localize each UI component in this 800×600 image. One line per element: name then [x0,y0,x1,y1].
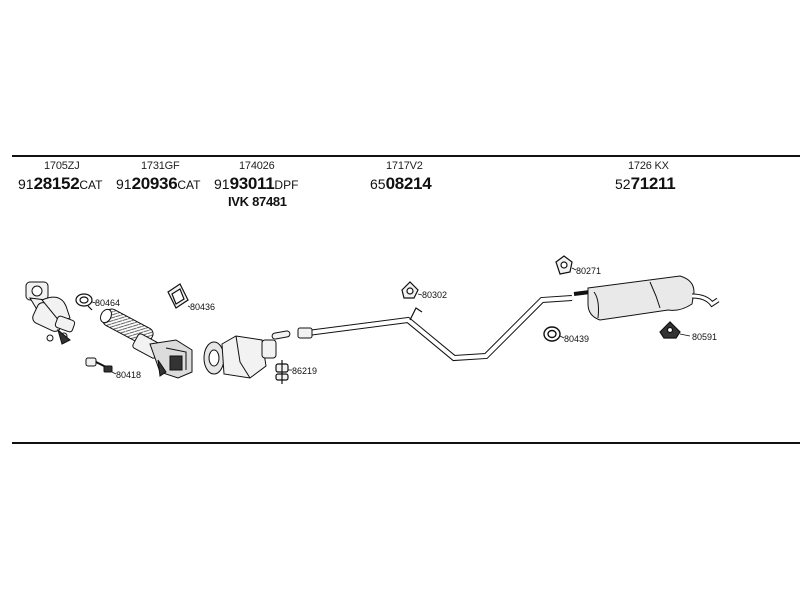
sensor-80418 [85,357,113,373]
part-3-top-code: 174026 [239,160,275,172]
clamp-80439 [543,326,561,342]
part-3-number: 9193011DPF [214,174,299,193]
label-80464: 80464 [95,298,121,308]
gasket-80436 [167,283,189,309]
hanger-80302 [401,281,419,299]
part-5-number: 5271211 [615,174,676,193]
part-3-extra-ref: IVK 87481 [228,194,287,209]
clamp-80464 [75,293,93,311]
label-80302: 80302 [422,290,448,300]
catalytic-converter-1 [25,281,76,345]
bottom-rule [12,442,800,444]
hanger-80591 [659,321,681,339]
part-4-top-code: 1717V2 [386,160,423,172]
leader-lines [91,267,691,375]
part-2-top-code: 1731GF [141,160,180,172]
part-1-number: 9128152CAT [18,174,103,193]
label-80591: 80591 [692,332,718,342]
part-1-top-code: 1705ZJ [44,160,80,172]
label-80436: 80436 [190,302,216,312]
label-80439: 80439 [564,334,590,344]
label-80418: 80418 [116,370,142,380]
part-4-number: 6508214 [370,174,432,193]
middle-pipe [297,295,573,362]
label-86219: 86219 [292,366,318,376]
top-rule [12,155,800,157]
part-2-number: 9120936CAT [116,174,201,193]
part-5-top-code: 1726 KX [628,160,669,172]
diesel-particulate-filter [203,330,291,379]
rear-muffler [573,275,720,321]
flex-pipe-converter-2 [99,308,193,379]
label-80271: 80271 [576,266,602,276]
hanger-80271 [555,255,573,275]
clamp-86219 [275,360,289,384]
